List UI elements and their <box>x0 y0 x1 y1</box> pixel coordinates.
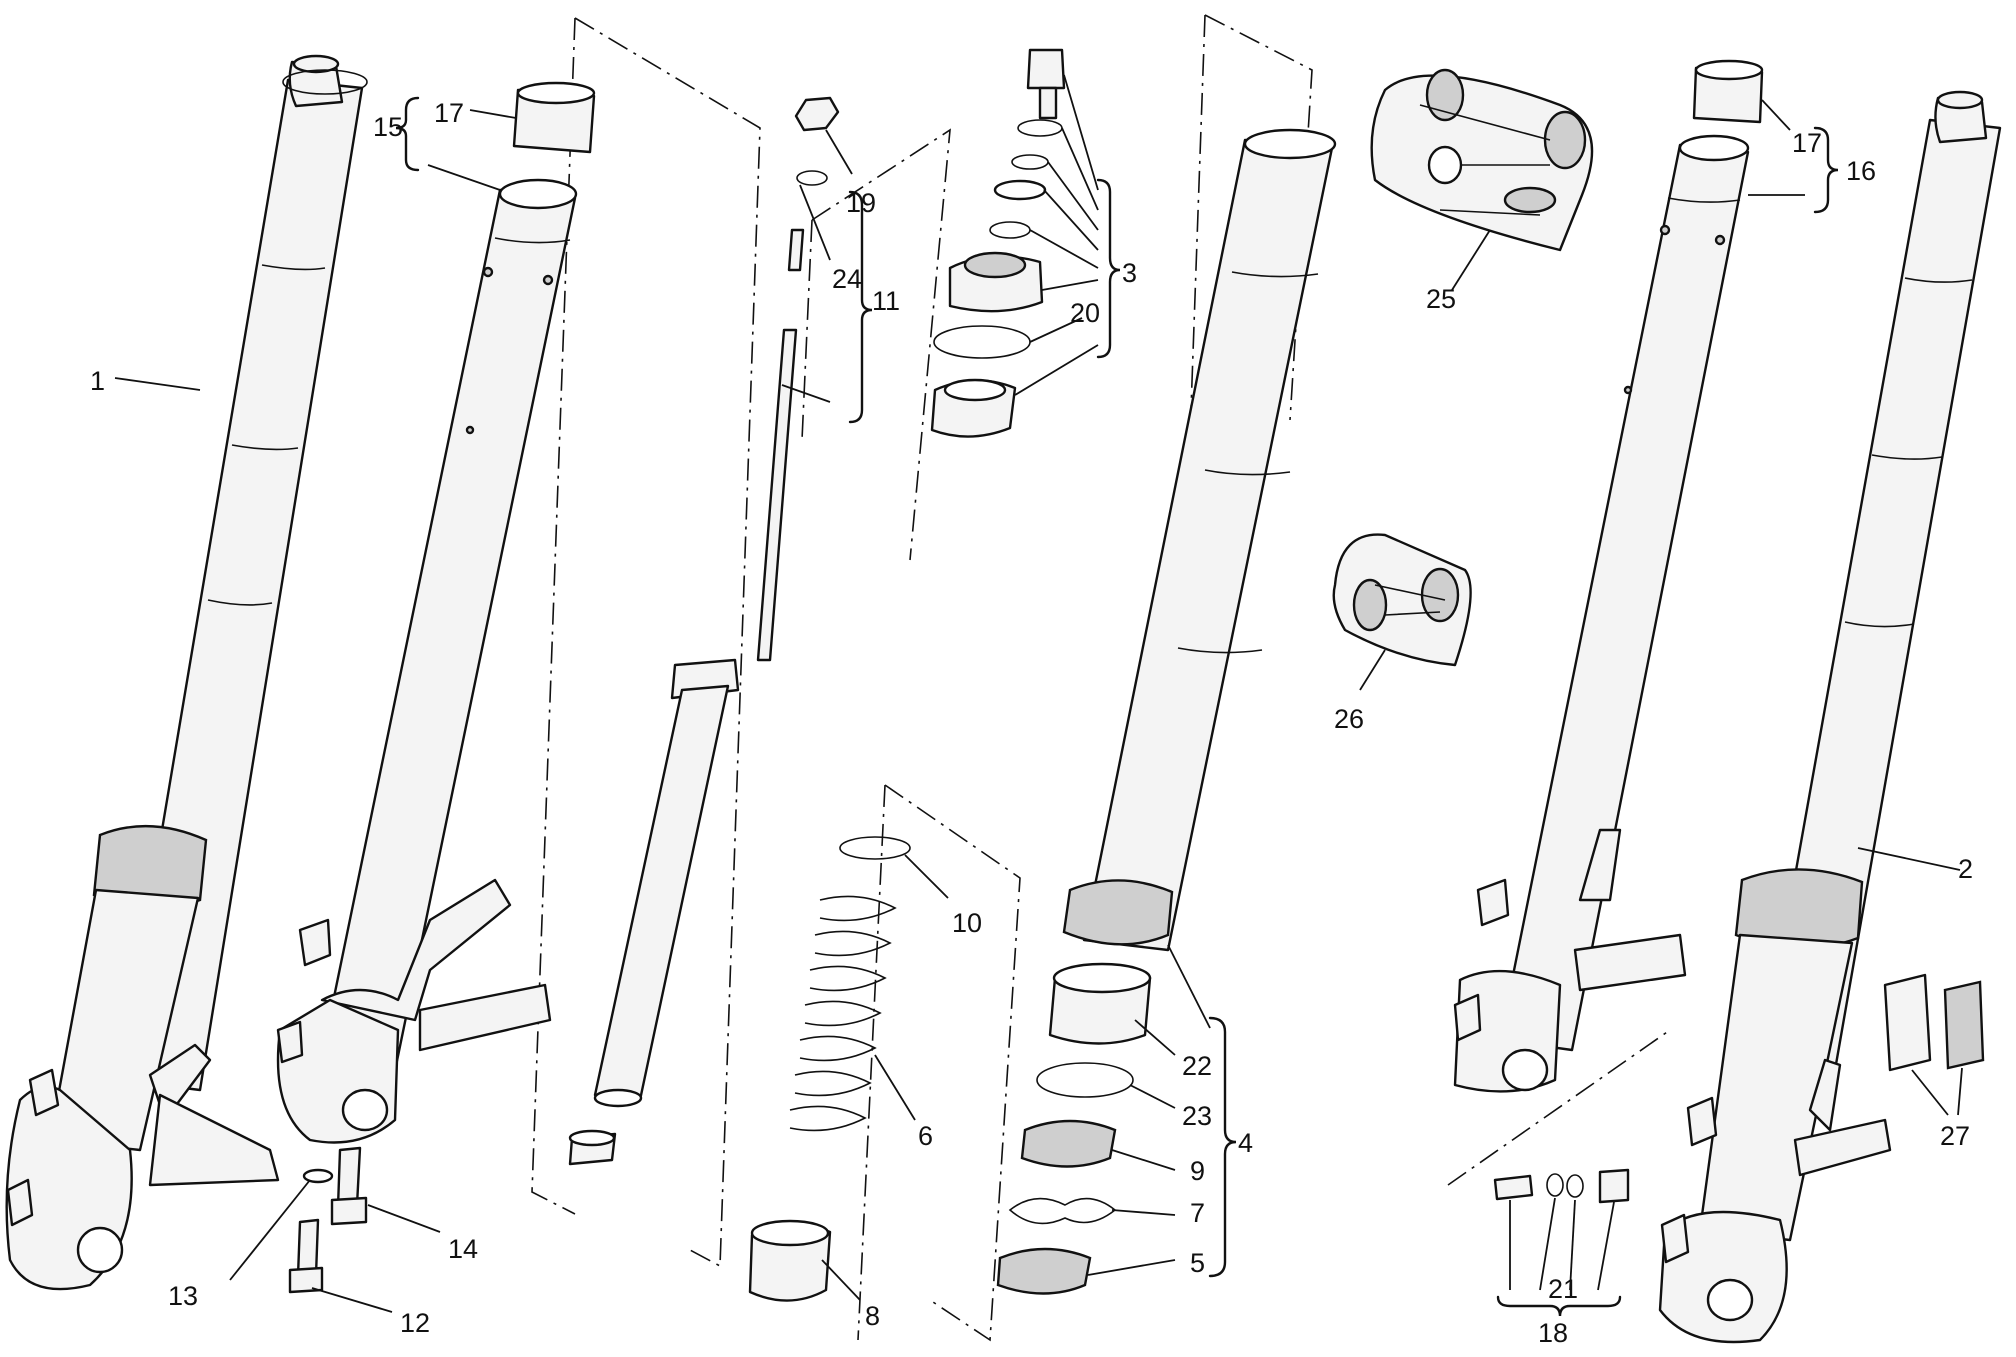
bolts-and-washer <box>229 1146 441 1313</box>
callout-23: 23 <box>1182 1101 1212 1131</box>
callout-19: 19 <box>846 188 876 218</box>
callout-5: 5 <box>1190 1248 1205 1278</box>
callout-17-right: 17 <box>1792 128 1822 158</box>
callout-17-left: 17 <box>434 98 464 128</box>
callout-26: 26 <box>1334 704 1364 734</box>
callout-8: 8 <box>865 1301 880 1331</box>
bleed-screw-set <box>1493 1168 1630 1317</box>
top-cap-assembly <box>930 48 1121 438</box>
damper-rod-assembly <box>568 96 873 1166</box>
fork-leg-right-complete <box>1658 90 2002 1344</box>
callout-25: 25 <box>1426 284 1456 314</box>
callout-4: 4 <box>1238 1128 1253 1158</box>
seal-stack <box>996 962 1237 1295</box>
callout-12: 12 <box>400 1308 430 1338</box>
reflectors <box>1883 973 1985 1116</box>
callout-14: 14 <box>448 1234 478 1264</box>
clamp-blocks <box>1332 68 1594 691</box>
outer-tube-left <box>276 81 596 1144</box>
callout-9: 9 <box>1190 1156 1205 1186</box>
spring-assembly <box>748 836 949 1302</box>
callout-3: 3 <box>1122 258 1137 288</box>
callout-27: 27 <box>1940 1121 1970 1151</box>
coil-spring <box>789 895 897 1132</box>
callout-20: 20 <box>1070 298 1100 328</box>
callout-6: 6 <box>918 1121 933 1151</box>
callout-1: 1 <box>90 366 105 396</box>
callout-21: 21 <box>1548 1274 1578 1304</box>
callout-11: 11 <box>872 286 900 316</box>
callout-13: 13 <box>168 1281 198 1311</box>
outer-tube-right <box>1453 59 1839 1093</box>
callout-24: 24 <box>832 264 862 294</box>
callout-16: 16 <box>1846 156 1876 186</box>
callout-labels: 1 2 3 4 5 6 7 8 9 10 11 12 13 14 15 16 1… <box>90 96 1973 1348</box>
callout-18: 18 <box>1538 1318 1568 1348</box>
callout-2: 2 <box>1958 854 1973 884</box>
callout-10: 10 <box>952 908 982 938</box>
fork-leg-left-complete <box>5 54 368 1291</box>
inner-tube-right <box>1062 128 1337 1029</box>
callout-7: 7 <box>1190 1198 1205 1228</box>
callout-22: 22 <box>1182 1051 1212 1081</box>
